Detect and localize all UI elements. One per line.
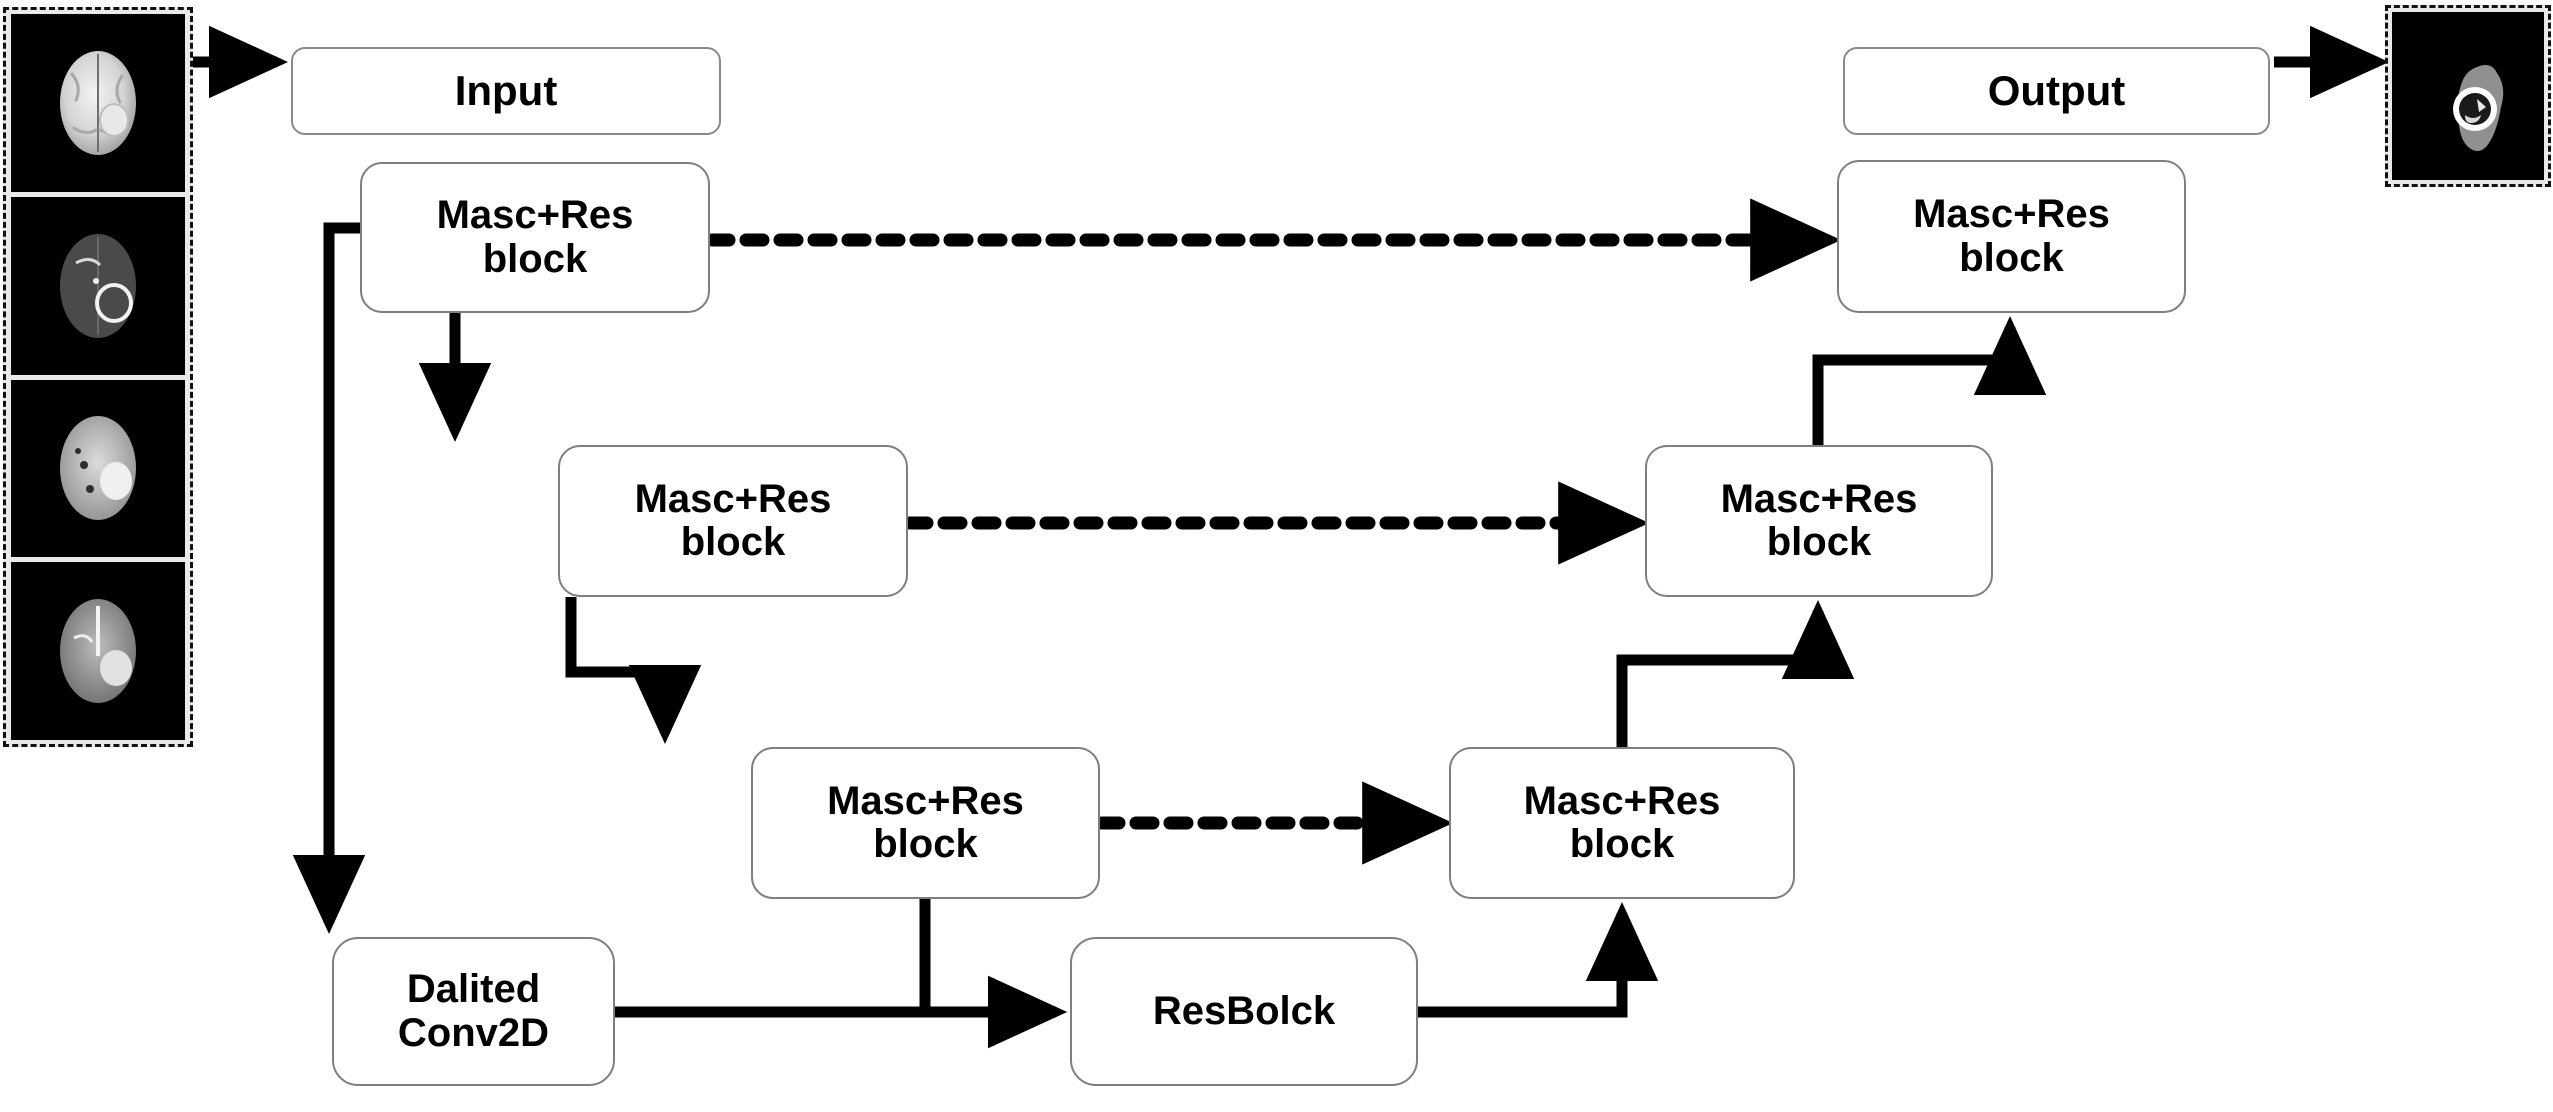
brain-slice-icon	[60, 599, 136, 704]
edge-mrb2-to-mrb3	[565, 597, 702, 745]
node-input-label: Input	[454, 67, 558, 115]
node-dilated-conv2d-label: Dalited Conv2D	[397, 967, 550, 1055]
node-masc-res-block-3[interactable]: Masc+Res block	[751, 747, 1100, 899]
input-mri-slices-panel	[3, 7, 193, 747]
mri-slice-t1ce	[11, 196, 185, 375]
mri-slice-t1	[11, 14, 185, 192]
node-output[interactable]: Output	[1843, 47, 2270, 135]
node-masc-res-block-4-label: Masc+Res block	[1523, 778, 1721, 866]
brain-slice-icon	[60, 50, 136, 155]
edge-mrb4-to-mrb5	[1616, 599, 1855, 747]
mri-slice-flair	[11, 379, 185, 558]
segmentation-mask-image	[2392, 12, 2544, 180]
node-resblock-label: ResBolck	[1152, 988, 1336, 1033]
node-masc-res-block-6-label: Masc+Res block	[1913, 192, 2110, 280]
edge-resblock-to-mrb4	[1418, 901, 1659, 1018]
mri-slice-t2	[11, 562, 185, 740]
node-masc-res-block-2-label: Masc+Res block	[634, 476, 832, 564]
node-resblock[interactable]: ResBolck	[1070, 937, 1418, 1086]
node-masc-res-block-6[interactable]: Masc+Res block	[1837, 160, 2186, 313]
brain-slice-icon	[60, 233, 136, 338]
tumour-mask-icon	[2453, 65, 2504, 151]
node-masc-res-block-1-label: Masc+Res block	[436, 193, 634, 281]
node-output-label: Output	[1987, 67, 2126, 115]
node-masc-res-block-5-label: Masc+Res block	[1720, 476, 1918, 564]
node-masc-res-block-1[interactable]: Masc+Res block	[360, 162, 710, 313]
node-masc-res-block-4[interactable]: Masc+Res block	[1449, 747, 1795, 899]
segmentation-mask-panel	[2385, 5, 2551, 187]
node-masc-res-block-5[interactable]: Masc+Res block	[1645, 445, 1993, 597]
node-masc-res-block-2[interactable]: Masc+Res block	[558, 445, 908, 597]
edge-mrb5-to-mrb6	[1812, 315, 2047, 445]
edge-mrb3-to-resblock	[919, 899, 1068, 1049]
node-dilated-conv2d[interactable]: Dalited Conv2D	[332, 937, 615, 1086]
node-input[interactable]: Input	[291, 47, 721, 135]
brain-slice-icon	[60, 416, 136, 521]
node-masc-res-block-3-label: Masc+Res block	[827, 778, 1024, 866]
